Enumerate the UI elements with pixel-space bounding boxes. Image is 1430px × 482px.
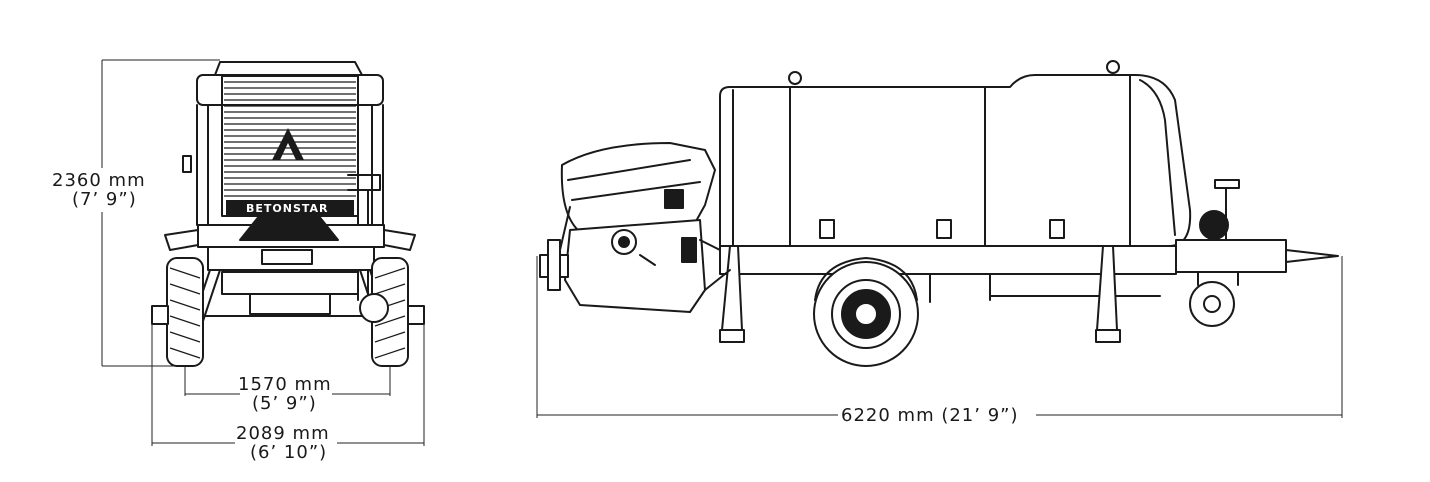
height-metric-label: 2360 mm — [52, 170, 146, 191]
hopper-drive — [239, 214, 339, 241]
width-imperial-label: (6’ 10”) — [250, 442, 327, 463]
drawbar — [1175, 239, 1287, 273]
lifting-eye-front — [788, 71, 802, 85]
jockey-wheel — [1189, 179, 1240, 327]
machine-enclosure — [719, 60, 1192, 247]
height-dimension-line — [101, 59, 220, 367]
track-metric-label: 1570 mm — [238, 374, 332, 395]
latch-1 — [819, 219, 835, 239]
chassis-beam — [719, 245, 1177, 275]
front-grille: BETONSTAR — [196, 61, 384, 217]
length-dimension-line — [536, 256, 1343, 418]
hopper — [539, 142, 731, 313]
width-metric-label: 2089 mm — [236, 423, 330, 444]
length-label: 6220 mm (21’ 9”) — [841, 405, 1019, 426]
latch-3 — [1049, 219, 1065, 239]
front-right-wheel — [359, 257, 425, 367]
track-dimension-line — [184, 366, 391, 396]
lifting-eye-rear — [1106, 60, 1120, 74]
width-dimension-line — [151, 324, 425, 446]
latch-2 — [936, 219, 952, 239]
track-imperial-label: (5’ 9”) — [252, 393, 317, 414]
logo-a-icon — [272, 128, 304, 160]
front-view: 2360 mm (7’ 9”) BETONSTAR — [52, 59, 425, 463]
main-wheel — [813, 257, 919, 367]
front-left-wheel — [151, 257, 204, 367]
height-imperial-label: (7’ 9”) — [72, 189, 137, 210]
side-handle — [182, 155, 192, 173]
brand-mark: BETONSTAR — [246, 202, 329, 215]
side-view: 6220 mm (21’ 9”) — [536, 60, 1343, 426]
